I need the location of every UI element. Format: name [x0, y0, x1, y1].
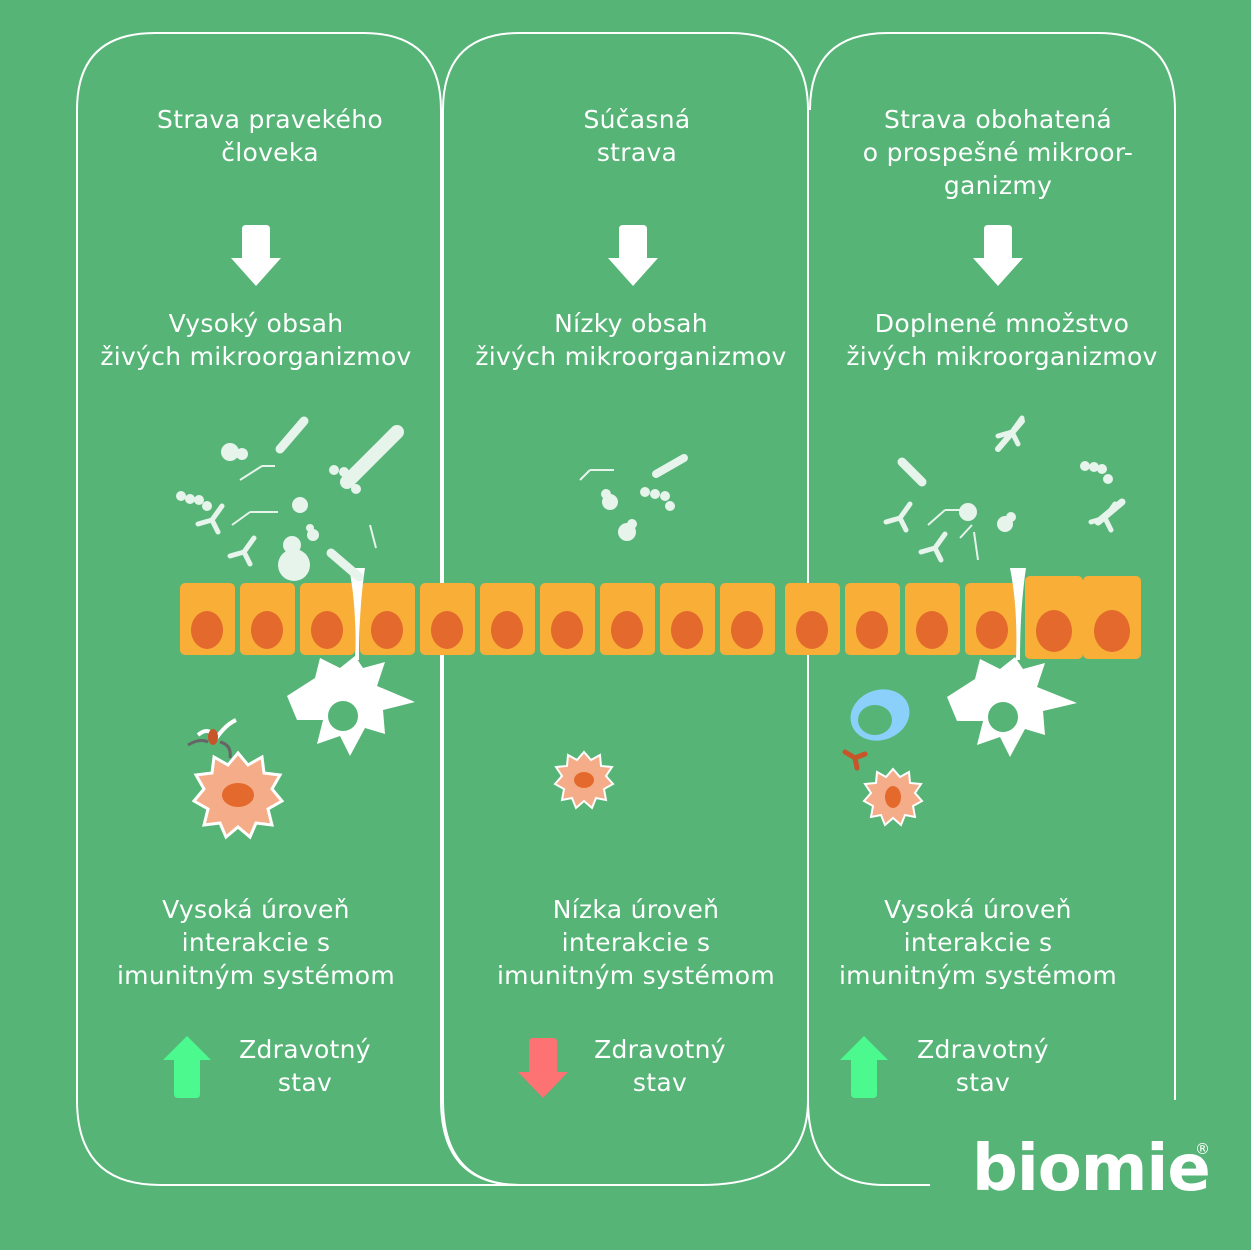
cell-nucleus: [191, 611, 223, 649]
arrow-up-icon: [163, 1036, 211, 1098]
epithelial-layer: [180, 568, 1141, 660]
cocci-icon: [660, 491, 670, 501]
dendrite-process: [349, 568, 365, 660]
bacteria-icon: [897, 457, 927, 487]
antibody-icon: [883, 501, 913, 533]
cell-nucleus: [371, 611, 403, 649]
cocci-icon: [640, 487, 650, 497]
cell-nucleus: [731, 611, 763, 649]
cocci-icon: [665, 501, 675, 511]
cocci-icon: [236, 448, 248, 460]
cocci-icon: [306, 524, 314, 532]
cell-nucleus: [311, 611, 343, 649]
immune-cell-icon: [862, 767, 924, 827]
antibody-icon: [195, 503, 225, 535]
cocci-icon: [1080, 461, 1090, 471]
bacteria-outline-icon: [369, 524, 377, 549]
microbes-layer: [176, 415, 1126, 582]
arrow-down-icon: [518, 1038, 568, 1098]
dendritic-cell-icon: [947, 657, 1077, 757]
cocci-icon: [601, 489, 611, 499]
antibody-icon: [842, 749, 868, 771]
parasite-icon: [187, 718, 237, 759]
flow-arrows: [231, 225, 1023, 286]
dendritic-cell-icon: [287, 656, 415, 756]
cocci-icon: [1097, 464, 1107, 474]
cell-nucleus: [796, 611, 828, 649]
arrow-down-icon: [973, 225, 1023, 286]
bacteria-outline-icon: [239, 465, 263, 481]
cocci-icon: [347, 473, 357, 483]
cocci-icon: [351, 484, 361, 494]
cocci-icon: [339, 467, 349, 477]
dendrite-process: [1010, 568, 1026, 660]
registered-mark: ®: [1195, 1140, 1210, 1158]
cell-nucleus: [976, 611, 1008, 649]
cocci-icon: [650, 489, 660, 499]
cell-nucleus: [491, 611, 523, 649]
cocci-icon: [329, 465, 339, 475]
immune-layer: [187, 656, 1077, 840]
cell-nucleus: [431, 611, 463, 649]
antibody-icon: [227, 535, 257, 567]
immune-cell-icon: [553, 750, 615, 810]
cocci-icon: [1089, 462, 1099, 472]
bacteria-icon: [652, 454, 688, 478]
cell-nucleus: [916, 611, 948, 649]
antibody-icon: [995, 415, 1025, 447]
panel-outline-modern-left: [442, 110, 809, 1186]
bacteria-icon: [326, 548, 364, 582]
bacteria-icon: [275, 416, 309, 454]
cocci-icon: [185, 494, 195, 504]
cocci-icon: [221, 443, 239, 461]
cell-nucleus: [856, 611, 888, 649]
cell-nucleus: [1094, 610, 1130, 652]
cocci-icon: [202, 501, 212, 511]
panel-outline-modern: [442, 32, 930, 1186]
cell-nucleus: [1036, 610, 1072, 652]
cocci-icon: [278, 549, 310, 581]
antibody-icon: [1088, 501, 1118, 533]
cell-nucleus: [671, 611, 703, 649]
arrow-down-icon: [231, 225, 281, 286]
panel-outline-prehistoric-bottom: [76, 1099, 520, 1186]
bacteria-outline-icon: [579, 469, 591, 481]
bacteria-outline-icon: [973, 531, 979, 561]
antibody-icon: [918, 531, 948, 563]
cocci-icon: [194, 495, 204, 505]
bacteria-outline-icon: [927, 509, 946, 526]
bacteria-icon: [340, 425, 404, 489]
cocci-icon: [1103, 474, 1113, 484]
cocci-icon: [1006, 512, 1016, 522]
bacteria-outline-icon: [231, 511, 251, 526]
bacteria-outline-icon: [959, 524, 973, 539]
b-cell-icon: [850, 689, 910, 741]
cell-nucleus: [551, 611, 583, 649]
cell-nucleus: [611, 611, 643, 649]
cocci-icon: [292, 497, 308, 513]
cocci-icon: [627, 519, 637, 529]
cocci-icon: [283, 536, 301, 554]
biomie-logo: biomie: [972, 1132, 1211, 1206]
cocci-icon: [959, 503, 977, 521]
panel-outline-enriched: [809, 32, 1176, 1100]
immune-cell-icon: [191, 750, 285, 840]
arrow-up-icon: [840, 1036, 888, 1098]
cell-nucleus: [251, 611, 283, 649]
arrow-down-icon: [608, 225, 658, 286]
cocci-icon: [176, 491, 186, 501]
